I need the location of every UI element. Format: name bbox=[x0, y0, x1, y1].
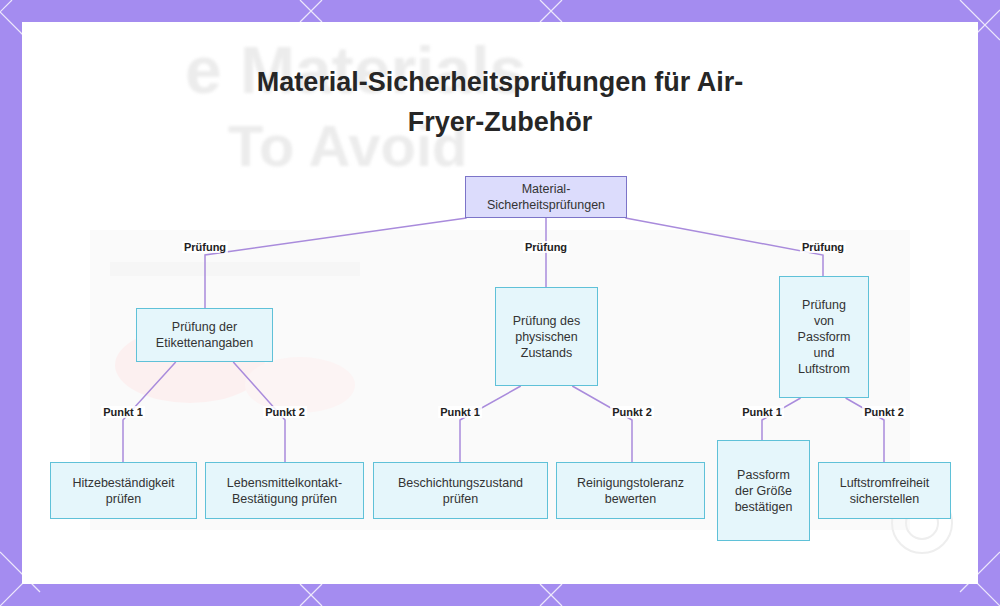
connector-line bbox=[460, 386, 521, 462]
connector-line bbox=[762, 398, 801, 440]
text-stack: Beschichtungszustand prüfen bbox=[382, 475, 539, 507]
step-box: Hitzebeständigkeit prüfen bbox=[50, 462, 197, 519]
connector-line bbox=[205, 218, 467, 308]
text-stack: Passform der Größe bestätigen bbox=[727, 467, 800, 515]
text-stack: Prüfung der Etikettenangaben bbox=[147, 319, 262, 351]
step-box: Luftstromfreiheit sicherstellen bbox=[818, 462, 951, 519]
step-box: Passform der Größe bestätigen bbox=[717, 440, 810, 541]
node-label: Hitzebeständigkeit prüfen bbox=[59, 475, 188, 507]
node-label: Luftstromfreiheit sicherstellen bbox=[827, 475, 942, 507]
text-stack: Material-Sicherheitsprüfungen bbox=[474, 181, 618, 213]
node-label: Lebensmittelkontakt-Bestätigung prüfen bbox=[214, 475, 355, 507]
node-label: Passform der Größe bestätigen bbox=[727, 467, 800, 515]
node-label: Material-Sicherheitsprüfungen bbox=[474, 181, 618, 213]
edge-label: Prüfung bbox=[182, 241, 228, 253]
node-label: Prüfung von Passform und Luftstrom bbox=[792, 297, 856, 377]
edge-label: Punkt 2 bbox=[610, 406, 654, 418]
text-stack: Prüfung des physischen Zustands bbox=[510, 313, 583, 361]
check-box: Prüfung der Etikettenangaben bbox=[136, 308, 273, 362]
check-box: Prüfung von Passform und Luftstrom bbox=[779, 276, 869, 398]
edge-label: Punkt 2 bbox=[862, 406, 906, 418]
connector-line bbox=[625, 218, 823, 276]
edge-label: Punkt 2 bbox=[263, 406, 307, 418]
edge-label: Punkt 1 bbox=[438, 406, 482, 418]
step-box: Lebensmittelkontakt-Bestätigung prüfen bbox=[205, 462, 364, 519]
check-box: Prüfung des physischen Zustands bbox=[495, 287, 598, 386]
canvas-area bbox=[22, 22, 978, 584]
blurred-photo bbox=[90, 230, 910, 530]
connector-line bbox=[572, 386, 632, 462]
text-stack: Hitzebeständigkeit prüfen bbox=[59, 475, 188, 507]
diagram-title: Material-Sicherheitsprüfungen für Air-Fr… bbox=[230, 62, 770, 142]
text-stack: Luftstromfreiheit sicherstellen bbox=[827, 475, 942, 507]
node-label: Prüfung des physischen Zustands bbox=[510, 313, 583, 361]
text-stack: Lebensmittelkontakt-Bestätigung prüfen bbox=[214, 475, 355, 507]
edge-label: Prüfung bbox=[800, 241, 846, 253]
edge-label: Punkt 1 bbox=[101, 406, 145, 418]
edge-label: Punkt 1 bbox=[740, 406, 784, 418]
node-label: Prüfung der Etikettenangaben bbox=[147, 319, 262, 351]
step-box: Beschichtungszustand prüfen bbox=[373, 462, 548, 519]
node-label: Beschichtungszustand prüfen bbox=[382, 475, 539, 507]
text-stack: Reinigungstoleranz bewerten bbox=[565, 475, 696, 507]
edge-label: Prüfung bbox=[523, 241, 569, 253]
text-stack: Prüfung von Passform und Luftstrom bbox=[792, 297, 856, 377]
step-box: Reinigungstoleranz bewerten bbox=[556, 462, 705, 519]
root-box: Material-Sicherheitsprüfungen bbox=[465, 176, 627, 218]
node-label: Reinigungstoleranz bewerten bbox=[565, 475, 696, 507]
